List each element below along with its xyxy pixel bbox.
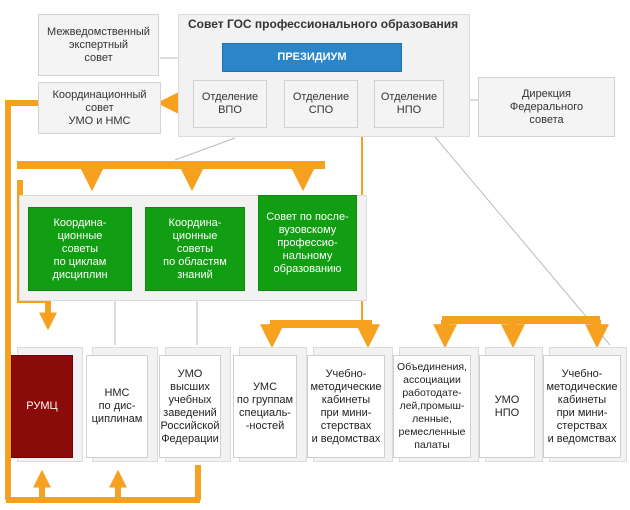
coord-councils-areas-box: Координа- ционные советы по областям зна… [145, 207, 245, 291]
council-title: Совет ГОС профессионального образования [188, 17, 459, 31]
ums-box: УМС по группам специаль- -ностей [233, 355, 297, 458]
postgrad-council-box: Совет по после- вузовскому профессио- на… [258, 195, 357, 291]
directorate-box: Дирекция Федерального совета [478, 77, 615, 137]
coord-councils-cycles-box: Координа- ционные советы по циклам дисци… [28, 207, 132, 291]
dept-spo-box: Отделение СПО [284, 80, 358, 128]
dept-vpo-box: Отделение ВПО [193, 80, 267, 128]
rumc-box: РУМЦ [11, 355, 73, 458]
cabinets-2-box: Учебно- методические кабинеты при мини- … [543, 355, 621, 458]
nms-box: НМС по дис- циплинам [86, 355, 148, 458]
umo-npo-box: УМО НПО [479, 355, 535, 458]
expert-council-box: Межведомственный экспертный совет [38, 14, 159, 76]
dept-npo-box: Отделение НПО [374, 80, 444, 128]
coord-council-box: Координационный совет УМО и НМС [38, 82, 161, 134]
unions-box: Объединения, ассоциации работодате- лей,… [393, 355, 471, 458]
cabinets-1-box: Учебно- методические кабинеты при мини- … [307, 355, 385, 458]
presidium-box: ПРЕЗИДИУМ [222, 43, 402, 72]
umo-higher-box: УМО высших учебных заведений Российской … [159, 355, 221, 458]
